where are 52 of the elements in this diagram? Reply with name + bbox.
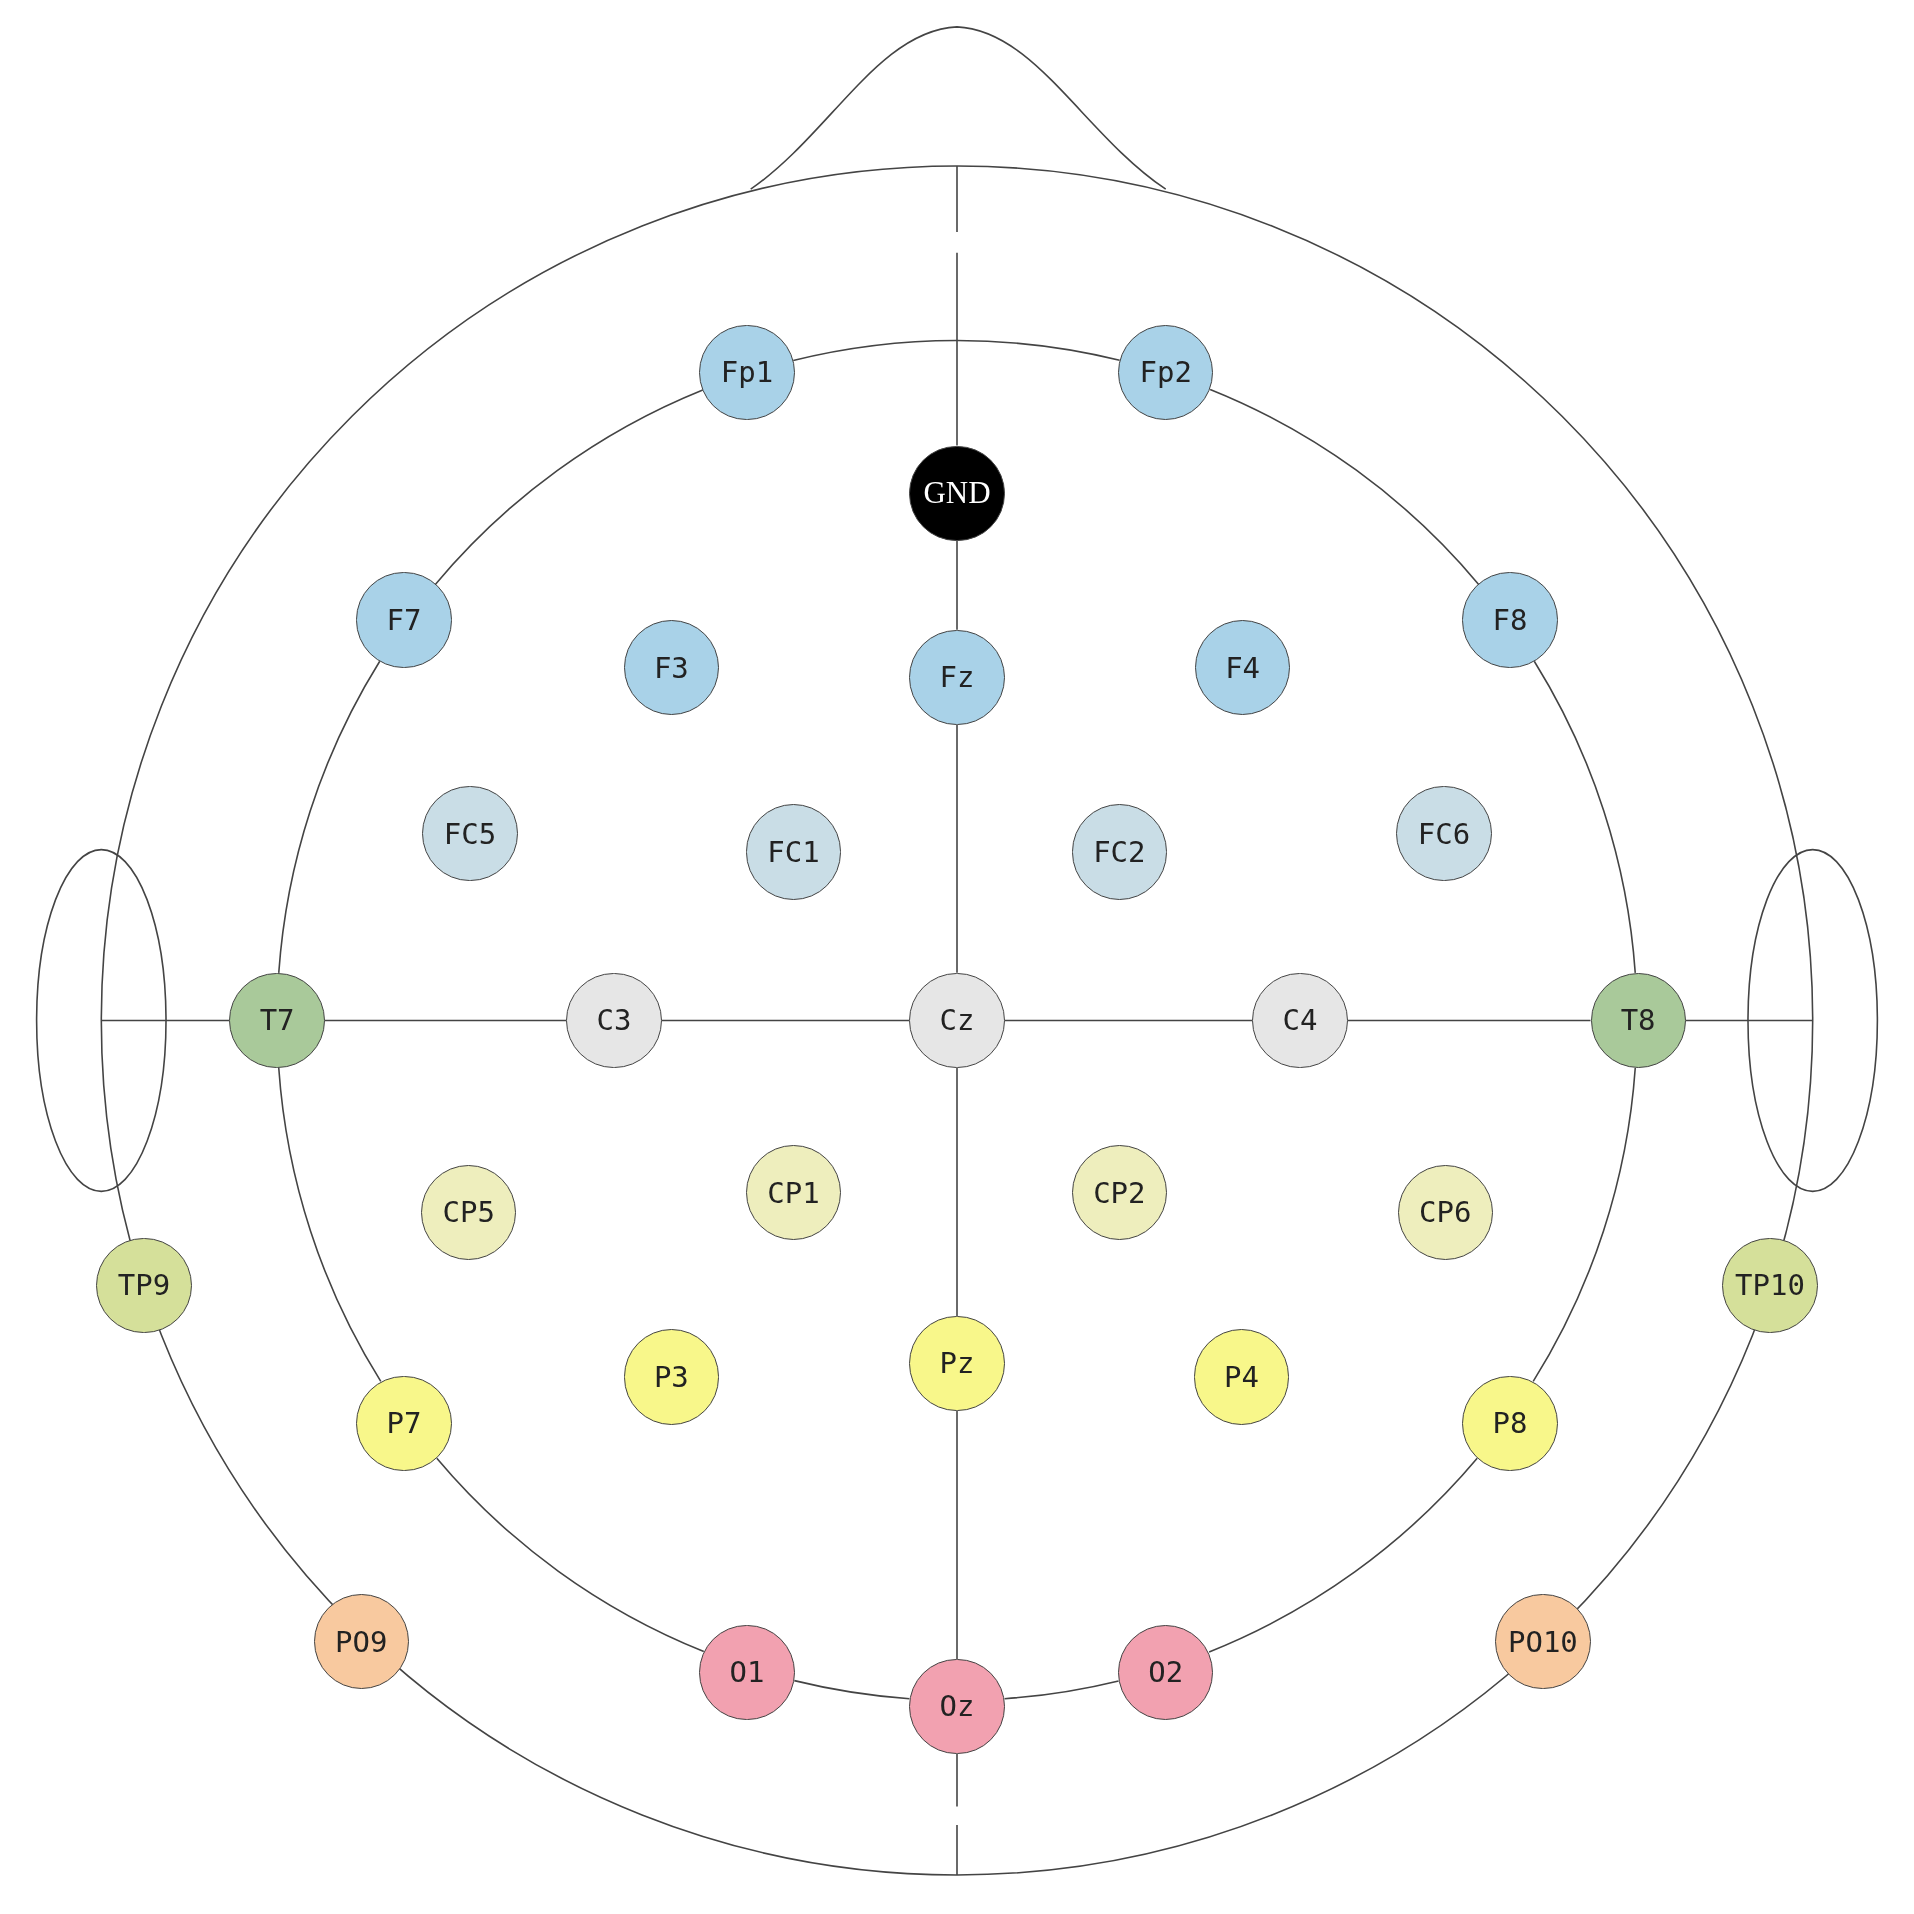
electrode-label: FC5	[443, 816, 497, 851]
connector-line	[792, 339, 1121, 362]
electrode-label: O1	[729, 1655, 765, 1690]
electrode-label: CP6	[1419, 1195, 1472, 1230]
connector-line	[1346, 1019, 1592, 1022]
electrode-label: CP1	[767, 1175, 820, 1210]
connector-line	[436, 1457, 705, 1653]
electrode-label: F3	[653, 650, 689, 685]
connector-line	[1209, 388, 1480, 585]
connector-line	[434, 389, 704, 585]
electrode-label: Fp2	[1139, 355, 1192, 390]
electrode-label: Cz	[939, 1003, 975, 1038]
electrode-label: P8	[1492, 1406, 1528, 1441]
connector-line	[1003, 1019, 1254, 1022]
connector-line	[660, 1019, 911, 1022]
connector-line	[956, 1067, 958, 1317]
electrode-label: Fz	[939, 660, 975, 695]
electrode-label: FC2	[1093, 835, 1146, 869]
electrode-label: PO9	[335, 1624, 388, 1659]
connector-line	[956, 1410, 958, 1660]
electrode-label: CP5	[442, 1195, 495, 1230]
electrode-label: TP9	[117, 1268, 171, 1303]
electrode-label: FC6	[1417, 816, 1471, 851]
electrode-label: C4	[1282, 1003, 1318, 1038]
electrode-label: FC1	[767, 835, 820, 869]
connector-line	[793, 1679, 911, 1700]
electrode-label: GND	[923, 475, 991, 512]
electrode-label: PO10	[1508, 1624, 1578, 1659]
electrode-label: P4	[1223, 1359, 1259, 1394]
electrode-label: T8	[1620, 1003, 1656, 1038]
connector-line	[1533, 660, 1637, 974]
electrode-label: CP2	[1093, 1175, 1146, 1210]
connector-line	[956, 724, 958, 974]
connector-line	[956, 539, 958, 631]
electrode-label: F4	[1225, 650, 1261, 685]
connector-line	[277, 1067, 382, 1383]
electrode-label: F7	[386, 603, 422, 638]
electrode-label: Oz	[939, 1689, 975, 1724]
connector-line	[323, 1019, 568, 1022]
electrode-label: F8	[1492, 603, 1528, 638]
electrode-label: O2	[1148, 1655, 1184, 1690]
connector-line	[277, 660, 381, 974]
electrode-label: TP10	[1735, 1268, 1805, 1303]
connector-line	[1003, 1680, 1120, 1700]
connector-line	[1532, 1067, 1637, 1383]
electrode-label: P3	[653, 1359, 689, 1394]
electrode-label: P7	[386, 1406, 422, 1441]
electrode-label: Pz	[939, 1346, 975, 1381]
electrode-label: T7	[259, 1003, 295, 1038]
connector-line	[1208, 1457, 1478, 1653]
electrode-label: Fp1	[720, 355, 774, 390]
electrode-label: C3	[596, 1003, 632, 1038]
